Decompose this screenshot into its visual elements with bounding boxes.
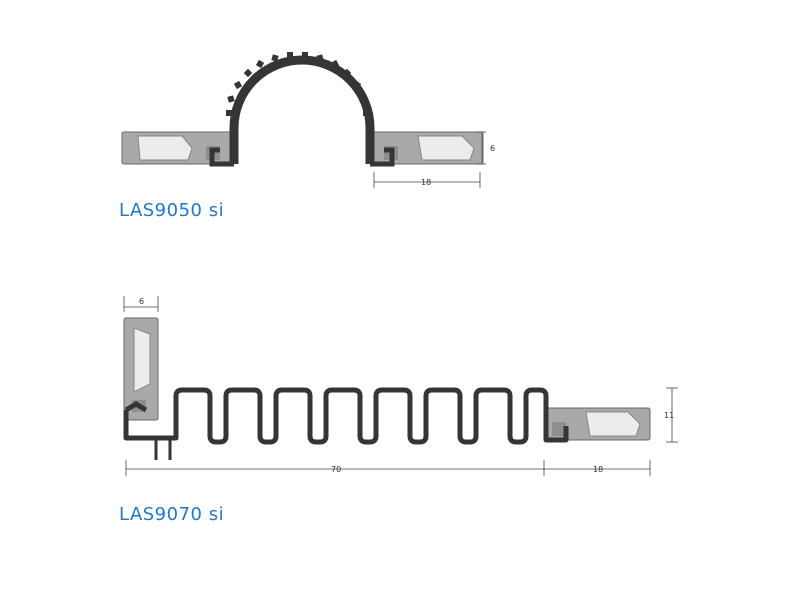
- dim-height-top: [478, 131, 486, 165]
- dim-height-bottom: [666, 387, 678, 443]
- vertical-led-insert: [133, 327, 151, 393]
- dim-side-bottom: [123, 296, 159, 312]
- left-led-insert: [137, 135, 193, 161]
- dim-span-label: 70: [331, 465, 341, 474]
- dim-width-label-bottom: 18: [593, 465, 603, 474]
- dim-width-top: [373, 172, 481, 188]
- dim-height-label-bottom: 11: [664, 411, 674, 420]
- right-led-insert: [417, 135, 475, 161]
- left-seal-hook: [124, 401, 148, 413]
- dim-span-bottom: [125, 460, 651, 476]
- las9050-drawing: 6 18: [121, 52, 495, 188]
- product-label-las9070: LAS9070 si: [119, 504, 225, 525]
- product-label-las9050: LAS9050 si: [119, 200, 225, 221]
- left-seal-foot: [209, 147, 234, 167]
- dim-side-label: 6: [139, 297, 144, 306]
- arched-seal: [229, 55, 375, 164]
- dim-height-label: 6: [490, 144, 495, 153]
- floor-led-insert: [585, 411, 641, 437]
- floor-clip-slot: [552, 422, 566, 436]
- dim-width-label: 18: [421, 178, 431, 187]
- anchor-legs: [154, 438, 172, 460]
- serpentine-seal: [123, 387, 569, 445]
- seal-ribs: [226, 52, 369, 116]
- las9070-drawing: 6 11 70 18: [123, 296, 678, 476]
- right-seal-foot: [370, 147, 395, 167]
